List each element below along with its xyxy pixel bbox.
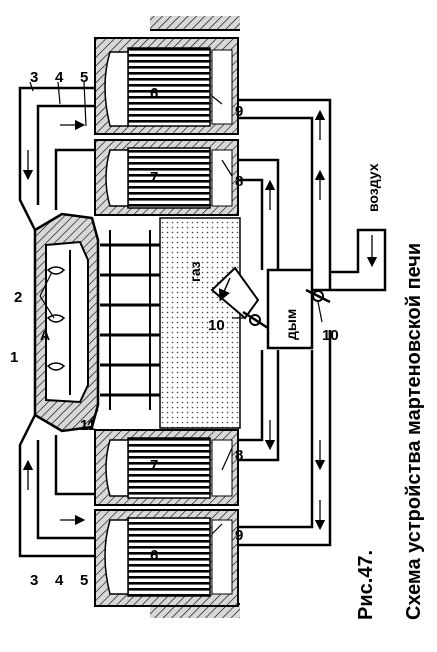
hearth-supports (100, 230, 160, 410)
label-4-bottom: 4 (55, 572, 64, 589)
uptake-channels (18, 86, 95, 558)
label-2: 2 (14, 289, 22, 306)
regenerator-top-large (94, 37, 239, 135)
label-8-top: 8 (235, 173, 243, 190)
label-3-top: 3 (30, 69, 38, 86)
furnace-foundation (159, 217, 241, 429)
label-5-bottom: 5 (80, 572, 88, 589)
label-a: A (40, 327, 50, 343)
regenerator-bottom-large (94, 509, 239, 607)
gas-inlet (210, 266, 260, 320)
label-8-bottom: 8 (235, 447, 243, 464)
label-4-top: 4 (55, 69, 64, 86)
label-6-bottom: 6 (150, 547, 158, 564)
switch-valve-left (242, 310, 269, 330)
ground-top (150, 16, 240, 31)
regenerator-bottom-small (94, 429, 239, 506)
label-9-top: 9 (235, 103, 243, 120)
label-7-bottom: 7 (150, 457, 158, 474)
label-smoke: дым (283, 309, 299, 340)
label-11: 11 (80, 417, 96, 434)
label-air: воздух (365, 163, 381, 212)
label-9-bottom: 9 (235, 527, 243, 544)
label-3-bottom: 3 (30, 572, 38, 589)
label-10-left: 10 (208, 317, 225, 334)
label-gas: газ (187, 261, 203, 282)
label-7-top: 7 (150, 169, 158, 186)
label-1: 1 (10, 349, 18, 366)
figure-number: Рис.47. (355, 550, 377, 620)
label-5-top: 5 (80, 69, 88, 86)
smoke-box (266, 268, 314, 350)
flow-arrows (22, 109, 378, 531)
furnace-bath (33, 212, 100, 433)
leader-lines (29, 81, 323, 535)
flue-ducts (238, 98, 387, 547)
switch-valve-right (305, 288, 331, 304)
regenerator-top-small (94, 139, 239, 216)
label-6-top: 6 (150, 85, 158, 102)
label-10-right: 10 (322, 327, 339, 344)
figure-caption: Схема устройства мартеновской печи (403, 243, 425, 620)
